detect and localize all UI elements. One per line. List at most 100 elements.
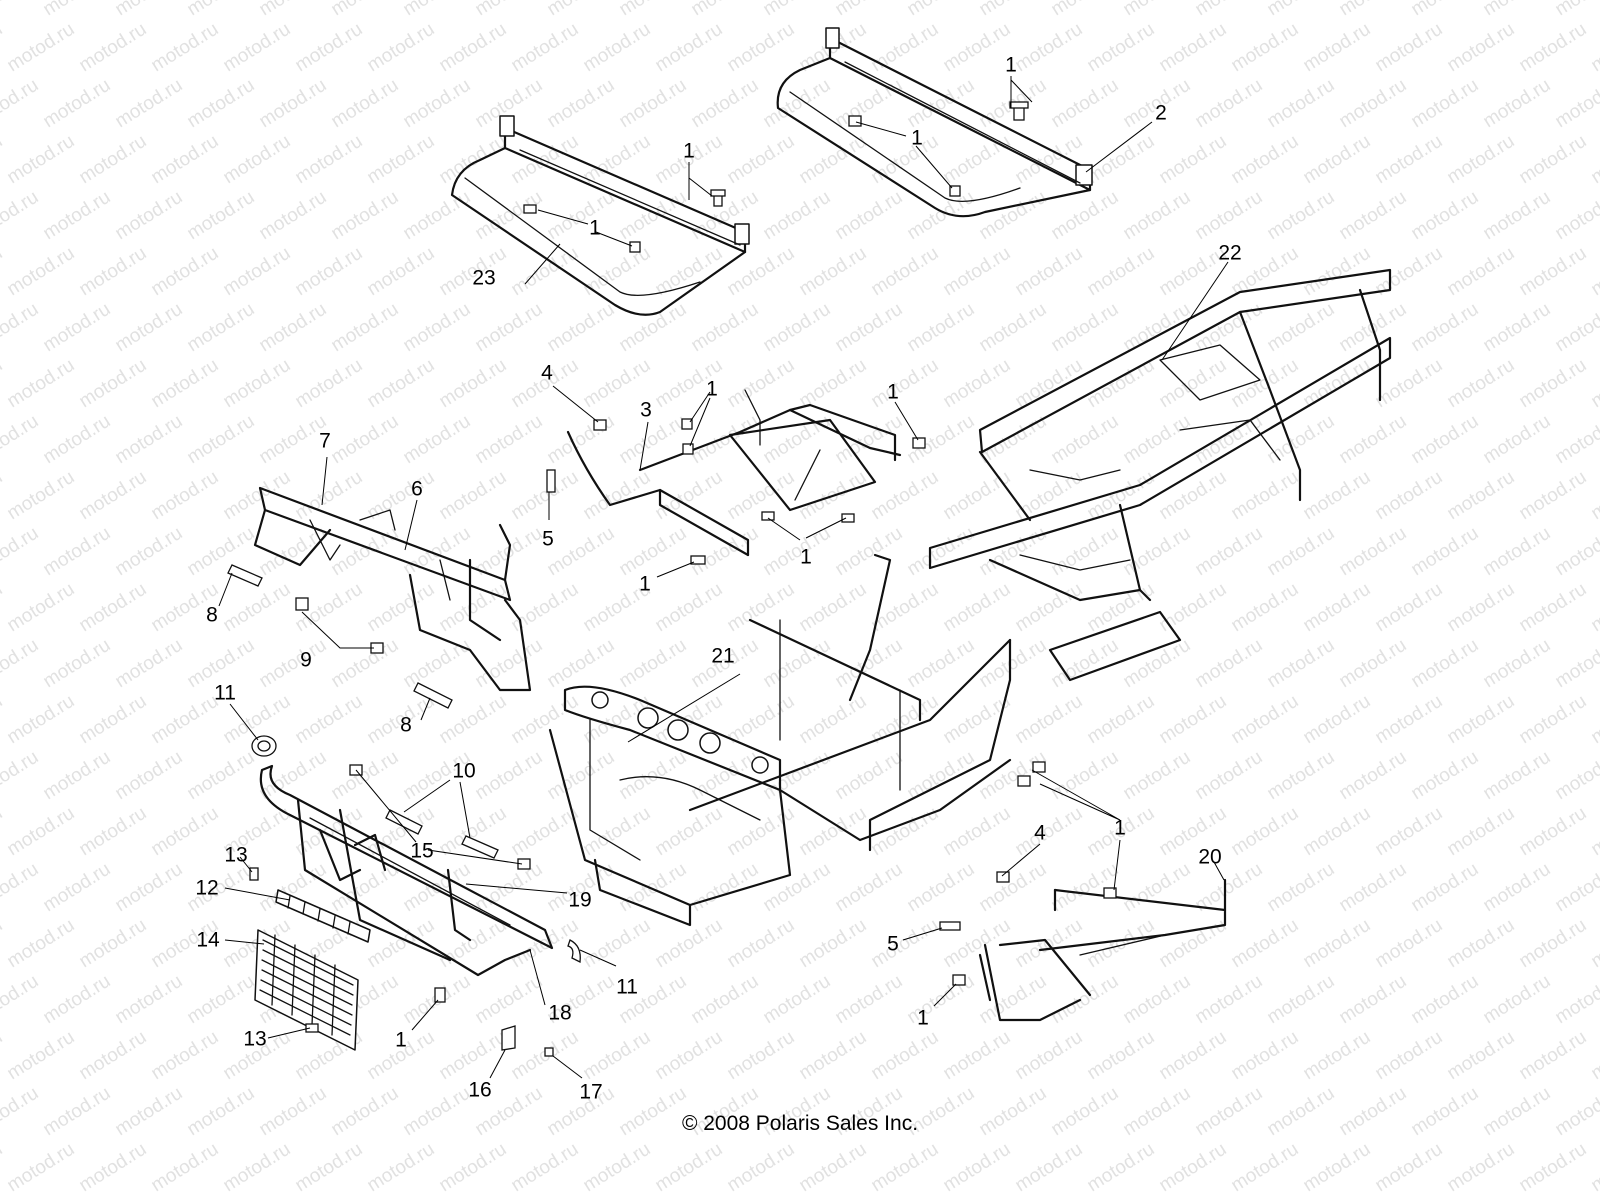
watermark-text: motod.ru — [1408, 523, 1483, 581]
watermark-text: motod.ru — [0, 971, 42, 1029]
watermark-text: motod.ru — [364, 355, 439, 413]
watermark-text: motod.ru — [1444, 243, 1519, 301]
watermark-text: motod.ru — [832, 747, 907, 805]
watermark-text: motod.ru — [184, 75, 259, 133]
watermark-text: motod.ru — [76, 19, 151, 77]
watermark-text: motod.ru — [868, 355, 943, 413]
watermark-text: motod.ru — [184, 187, 259, 245]
watermark-text: motod.ru — [0, 859, 42, 917]
watermark-text: motod.ru — [76, 579, 151, 637]
watermark-text: motod.ru — [976, 0, 1051, 20]
copyright-notice: © 2008 Polaris Sales Inc. — [681, 1112, 919, 1135]
watermark-text: motod.ru — [1408, 1195, 1483, 1200]
watermark-text: motod.ru — [0, 467, 6, 525]
callout-6: 6 — [411, 478, 423, 501]
watermark-text: motod.ru — [1084, 691, 1159, 749]
watermark-text: motod.ru — [616, 859, 691, 917]
watermark-text: motod.ru — [0, 1139, 6, 1197]
watermark-text: motod.ru — [724, 131, 799, 189]
watermark-text: motod.ru — [940, 355, 1015, 413]
watermark-text: motod.ru — [940, 1139, 1015, 1197]
watermark-text: motod.ru — [4, 579, 79, 637]
bolt — [949, 185, 961, 197]
watermark-text: motod.ru — [1444, 915, 1519, 973]
watermark-text: motod.ru — [1372, 579, 1447, 637]
watermark-text: motod.ru — [1516, 355, 1591, 413]
watermark-text: motod.ru — [1084, 243, 1159, 301]
watermark-text: motod.ru — [1120, 971, 1195, 1029]
watermark-text: motod.ru — [364, 579, 439, 637]
watermark-text: motod.ru — [1264, 187, 1339, 245]
callout-15: 15 — [410, 840, 433, 863]
watermark-text: motod.ru — [1156, 467, 1231, 525]
bolt — [523, 204, 537, 214]
watermark-text: motod.ru — [184, 0, 259, 20]
watermark-text: motod.ru — [796, 579, 871, 637]
callout-1: 1 — [639, 573, 651, 596]
watermark-text: motod.ru — [544, 0, 619, 20]
watermark-text: motod.ru — [1552, 635, 1600, 693]
watermark-text: motod.ru — [1480, 747, 1555, 805]
watermark-text: motod.ru — [0, 1195, 42, 1200]
watermark-text: motod.ru — [1408, 299, 1483, 357]
pin — [385, 809, 423, 835]
watermark-text: motod.ru — [1264, 75, 1339, 133]
watermark-text: motod.ru — [868, 19, 943, 77]
watermark-text: motod.ru — [220, 579, 295, 637]
watermark-text: motod.ru — [184, 971, 259, 1029]
watermark-text: motod.ru — [1156, 1139, 1231, 1197]
watermark-text: motod.ru — [400, 0, 475, 20]
callout-11: 11 — [214, 682, 236, 705]
watermark-text: motod.ru — [1552, 0, 1600, 20]
watermark-text: motod.ru — [436, 467, 511, 525]
watermark-text: motod.ru — [1372, 691, 1447, 749]
nut — [593, 419, 607, 431]
watermark-text: motod.ru — [688, 299, 763, 357]
watermark-text: motod.ru — [796, 691, 871, 749]
bolt — [681, 418, 693, 430]
watermark-text: motod.ru — [76, 1027, 151, 1085]
watermark-text: motod.ru — [1516, 1027, 1591, 1085]
callout-1: 1 — [683, 140, 695, 163]
watermark-text: motod.ru — [4, 467, 79, 525]
watermark-text: motod.ru — [652, 19, 727, 77]
watermark-text: motod.ru — [1516, 131, 1591, 189]
callout-1: 1 — [1114, 817, 1126, 840]
watermark-text: motod.ru — [1516, 803, 1591, 861]
watermark-text: motod.ru — [1120, 187, 1195, 245]
watermark-text: motod.ru — [868, 803, 943, 861]
bolt — [841, 513, 855, 523]
watermark-text: motod.ru — [616, 635, 691, 693]
watermark-text: motod.ru — [1084, 19, 1159, 77]
watermark-text: motod.ru — [184, 299, 259, 357]
rear-frame-22 — [928, 268, 1392, 682]
watermark-text: motod.ru — [904, 859, 979, 917]
watermark-text: motod.ru — [1588, 1027, 1600, 1085]
watermark-text: motod.ru — [292, 691, 367, 749]
watermark-text: motod.ru — [652, 915, 727, 973]
watermark-text: motod.ru — [1156, 691, 1231, 749]
watermark-text: motod.ru — [1480, 523, 1555, 581]
watermark-text: motod.ru — [796, 355, 871, 413]
watermark-text: motod.ru — [1444, 467, 1519, 525]
watermark-text: motod.ru — [1012, 1139, 1087, 1197]
watermark-text: motod.ru — [1408, 187, 1483, 245]
watermark-text: motod.ru — [112, 635, 187, 693]
watermark-text: motod.ru — [1264, 523, 1339, 581]
callout-1: 1 — [1005, 54, 1017, 77]
watermark-text: motod.ru — [1336, 747, 1411, 805]
watermark-text: motod.ru — [184, 411, 259, 469]
watermark-text: motod.ru — [1012, 1027, 1087, 1085]
watermark-text: motod.ru — [1048, 299, 1123, 357]
watermark-text: motod.ru — [1480, 1195, 1555, 1200]
watermark-text: motod.ru — [328, 187, 403, 245]
watermark-text: motod.ru — [580, 131, 655, 189]
watermark-text: motod.ru — [616, 299, 691, 357]
watermark-text: motod.ru — [112, 411, 187, 469]
watermark-text: motod.ru — [0, 1027, 6, 1085]
watermark-text: motod.ru — [76, 691, 151, 749]
bolt — [1017, 775, 1031, 787]
watermark-text: motod.ru — [1192, 747, 1267, 805]
watermark-text: motod.ru — [724, 579, 799, 637]
